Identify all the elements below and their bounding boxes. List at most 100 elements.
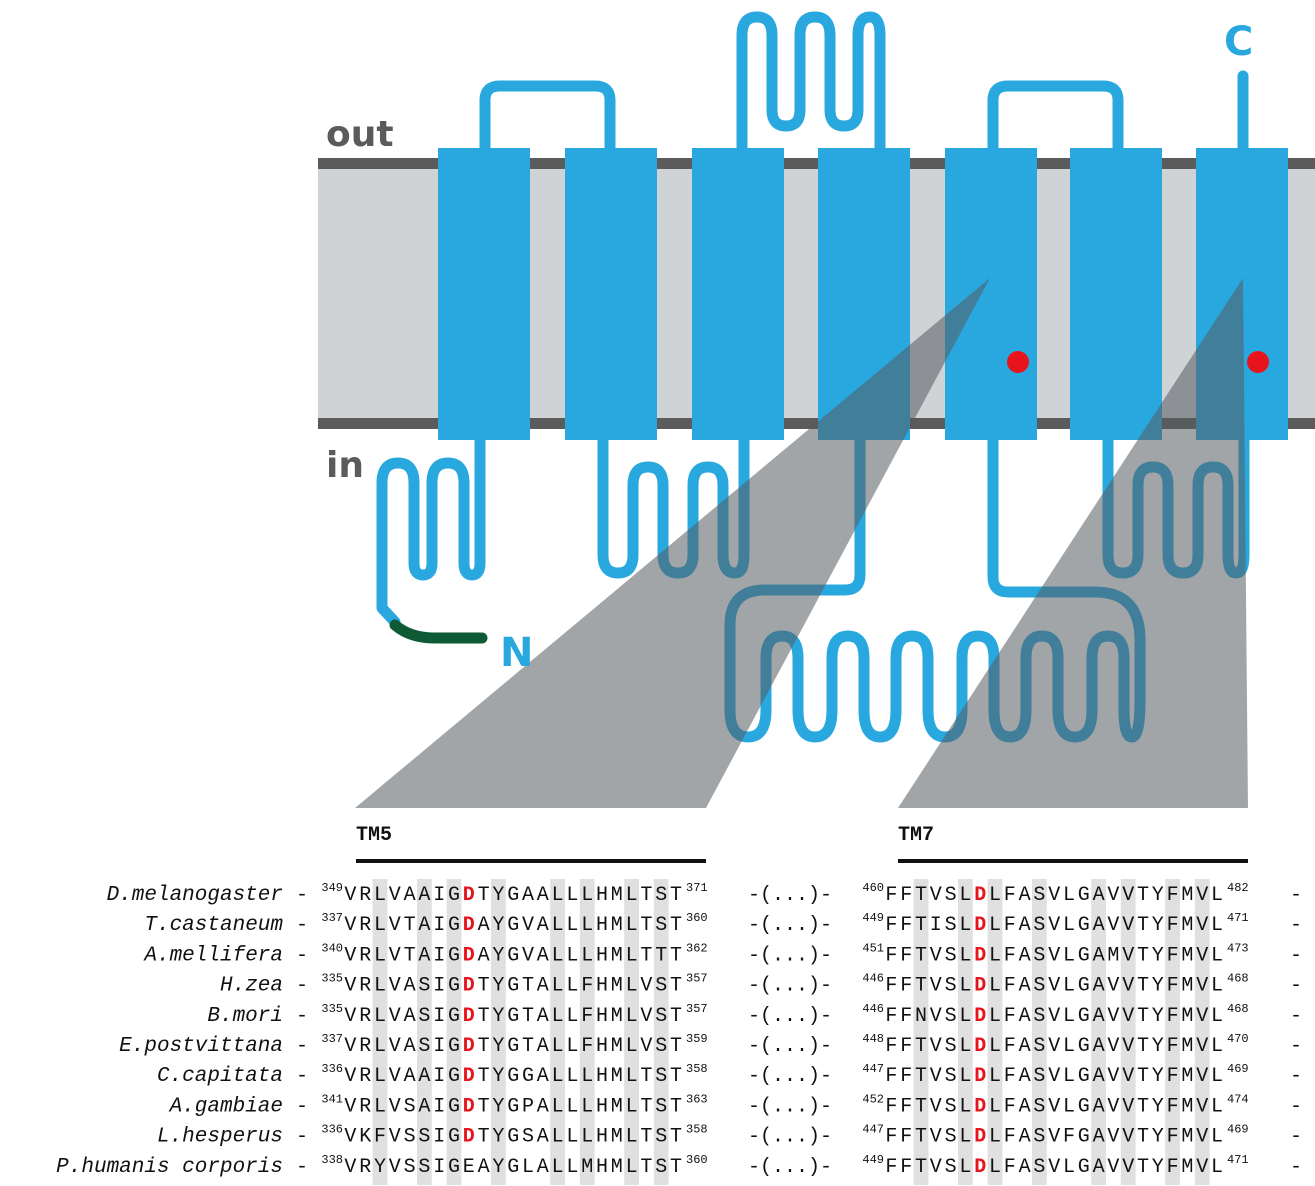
- tm7-end-index: 471: [1227, 1153, 1249, 1167]
- residue: A: [404, 975, 416, 998]
- residue: A: [1019, 1126, 1031, 1149]
- residue: T: [1137, 1095, 1149, 1118]
- residue: I: [433, 975, 445, 998]
- residue: L: [566, 1156, 578, 1179]
- residue: V: [1048, 884, 1060, 907]
- residue: A: [537, 914, 549, 937]
- residue: T: [670, 944, 682, 967]
- residue: A: [1093, 1035, 1105, 1058]
- tm5-end-index: 359: [686, 1032, 708, 1046]
- tm7-start-index: 447: [862, 1123, 884, 1137]
- residue: H: [596, 1095, 608, 1118]
- residue: I: [433, 1126, 445, 1149]
- residue: M: [611, 1095, 623, 1118]
- residue: T: [1137, 1035, 1149, 1058]
- residue: L: [959, 944, 971, 967]
- residue: F: [900, 914, 912, 937]
- residue: L: [566, 884, 578, 907]
- residue: T: [670, 1005, 682, 1028]
- residue: A: [537, 944, 549, 967]
- tm7-start-index: 449: [862, 1153, 884, 1167]
- conserved-column-shade: [1032, 879, 1047, 1185]
- residue: A: [1093, 884, 1105, 907]
- conserved-residue: D: [463, 1126, 475, 1149]
- alignment-shading: [372, 879, 1210, 1185]
- residue: V: [1122, 914, 1134, 937]
- residue: V: [522, 914, 534, 937]
- residue: S: [945, 1126, 957, 1149]
- residue: L: [552, 1035, 564, 1058]
- residue: T: [670, 914, 682, 937]
- residue: V: [389, 944, 401, 967]
- residue: V: [389, 1156, 401, 1179]
- residue: G: [507, 914, 519, 937]
- residue: V: [930, 1156, 942, 1179]
- residue: F: [885, 1005, 897, 1028]
- residue: F: [1004, 1035, 1016, 1058]
- residue: T: [670, 1035, 682, 1058]
- residue: G: [448, 1095, 460, 1118]
- residue: H: [596, 1035, 608, 1058]
- conserved-residue: D: [463, 884, 475, 907]
- tm5-start-index: 338: [321, 1153, 343, 1167]
- residue: A: [1019, 914, 1031, 937]
- residue: Y: [374, 1156, 386, 1179]
- residue: V: [1048, 1005, 1060, 1028]
- residue: L: [552, 884, 564, 907]
- residue: L: [1211, 1126, 1223, 1149]
- residue: L: [581, 1065, 593, 1088]
- residue: S: [404, 1095, 416, 1118]
- residue: V: [640, 1005, 652, 1028]
- species-name: A.mellifera: [142, 944, 283, 967]
- membrane-outer-edge: [318, 158, 1315, 169]
- residue: L: [626, 1035, 638, 1058]
- residue: F: [1063, 1126, 1075, 1149]
- residue: L: [552, 944, 564, 967]
- residue: V: [1107, 1005, 1119, 1028]
- residue: L: [1063, 1095, 1075, 1118]
- residue: I: [433, 1156, 445, 1179]
- tm5-start-index: 336: [321, 1062, 343, 1076]
- tm7-end-index: 470: [1227, 1032, 1249, 1046]
- residue: L: [959, 1005, 971, 1028]
- residue: T: [915, 1095, 927, 1118]
- residue: T: [640, 1126, 652, 1149]
- residue: M: [1181, 1005, 1193, 1028]
- residue: V: [1122, 1095, 1134, 1118]
- conserved-column-shade: [446, 879, 462, 1185]
- residue: M: [611, 1035, 623, 1058]
- residue: M: [611, 1156, 623, 1179]
- conserved-residue: D: [463, 1035, 475, 1058]
- residue: G: [448, 975, 460, 998]
- tm5-end-index: 357: [686, 972, 708, 986]
- residue: T: [404, 914, 416, 937]
- residue: L: [374, 1095, 386, 1118]
- residue: F: [885, 914, 897, 937]
- residue: M: [611, 1005, 623, 1028]
- gap-separator: -(...)-: [748, 975, 832, 998]
- residue: A: [1093, 1095, 1105, 1118]
- residue: L: [552, 1005, 564, 1028]
- residue: V: [344, 884, 356, 907]
- residue: L: [581, 1095, 593, 1118]
- residue: F: [1167, 914, 1179, 937]
- residue: Y: [492, 1005, 504, 1028]
- residue: T: [640, 944, 652, 967]
- residue: Y: [492, 1126, 504, 1149]
- residue: L: [626, 944, 638, 967]
- residue: F: [900, 1126, 912, 1149]
- tm5-end-index: 360: [686, 911, 708, 925]
- residue: V: [640, 975, 652, 998]
- residue: L: [1063, 1156, 1075, 1179]
- residue: V: [1196, 1156, 1208, 1179]
- residue: T: [478, 884, 490, 907]
- residue: V: [1196, 1005, 1208, 1028]
- residue: G: [448, 1035, 460, 1058]
- conserved-column-shade: [372, 879, 388, 1185]
- residue: L: [1063, 884, 1075, 907]
- row-dash: -: [1290, 1005, 1302, 1028]
- residue: G: [1078, 1126, 1090, 1149]
- conserved-residue: D: [974, 975, 986, 998]
